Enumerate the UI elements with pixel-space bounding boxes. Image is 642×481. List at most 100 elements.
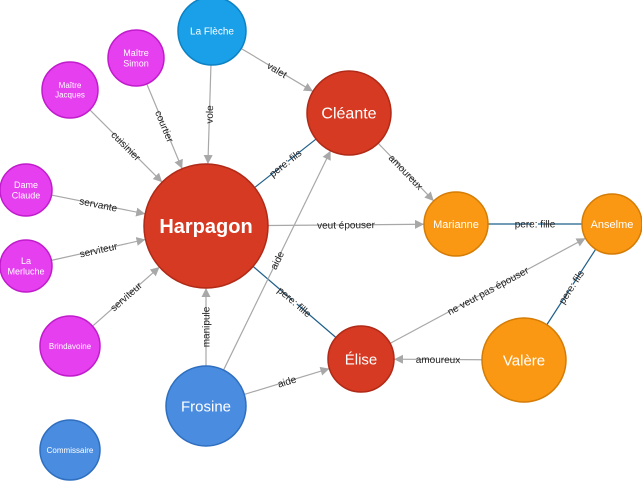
edge-label-bg bbox=[157, 120, 173, 132]
node-circle bbox=[327, 325, 395, 393]
edge-frosine-harpagon: manipule bbox=[199, 288, 213, 366]
edge-label: pere: fille bbox=[515, 220, 556, 231]
edge-label: pere: fils bbox=[268, 148, 304, 180]
edge-label-bg bbox=[93, 242, 103, 257]
node-cleante[interactable]: Cléante bbox=[306, 70, 392, 156]
node-label: Maître bbox=[59, 81, 82, 90]
edge-label: aide bbox=[276, 374, 298, 390]
node-lafleche[interactable]: La Flèche bbox=[177, 0, 247, 66]
node-circle bbox=[306, 70, 392, 156]
edge-label: valet bbox=[265, 61, 289, 81]
node-circle bbox=[143, 163, 269, 289]
edge-valere-elise: amoureux bbox=[393, 352, 483, 366]
edge-label-bg bbox=[342, 217, 350, 231]
edge-label-bg bbox=[94, 197, 103, 211]
node-label: Harpagon bbox=[159, 216, 252, 238]
node-circle bbox=[177, 0, 247, 66]
node-circle bbox=[107, 29, 165, 87]
edge-lafleche-harpagon: vole bbox=[202, 64, 217, 165]
node-anselme[interactable]: Anselme bbox=[581, 193, 642, 255]
node-label: Simon bbox=[123, 58, 149, 68]
node-label: Élise bbox=[345, 351, 378, 368]
edge-label-bg bbox=[119, 138, 134, 153]
node-circle bbox=[481, 317, 567, 403]
edge-lamerluche-harpagon: serviteur bbox=[51, 237, 146, 261]
node-harpagon[interactable]: Harpagon bbox=[143, 163, 269, 289]
edge-label-bg bbox=[269, 254, 284, 266]
edge-label: pere: fils bbox=[557, 269, 587, 307]
edge-label: cuisinier bbox=[108, 130, 142, 164]
edge-harpagon-cleante: pere: fils bbox=[254, 138, 317, 189]
edge-dameclaude-harpagon: servante bbox=[51, 194, 146, 217]
node-circle bbox=[0, 163, 53, 217]
edge-label: aide bbox=[269, 250, 287, 272]
node-circle bbox=[41, 61, 99, 119]
node-commissaire[interactable]: Commissaire bbox=[39, 419, 101, 481]
node-label: Claude bbox=[12, 190, 41, 200]
node-label: Commissaire bbox=[47, 446, 94, 455]
node-circle bbox=[0, 239, 53, 293]
node-frosine[interactable]: Frosine bbox=[165, 365, 247, 447]
edge-label: manipule bbox=[202, 306, 213, 347]
node-circle bbox=[39, 419, 101, 481]
edge-label-bg bbox=[119, 289, 133, 304]
node-circle bbox=[423, 191, 489, 257]
node-label: Marianne bbox=[433, 219, 479, 231]
edge-label: courtier bbox=[152, 109, 175, 145]
node-label: Jacques bbox=[55, 90, 85, 99]
edge-frosine-elise: aide bbox=[244, 366, 330, 395]
node-circle bbox=[165, 365, 247, 447]
node-label: Anselme bbox=[591, 219, 634, 231]
node-label: La bbox=[21, 256, 31, 266]
node-label: Merluche bbox=[7, 266, 44, 276]
edge-label-bg bbox=[532, 217, 538, 230]
node-elise[interactable]: Élise bbox=[327, 325, 395, 393]
edge-maitrejacques-harpagon: cuisinier bbox=[89, 109, 163, 183]
edge-elise-anselme: ne veut pas épouser bbox=[389, 237, 586, 344]
edge-harpagon-elise: pere: fille bbox=[252, 265, 337, 338]
edge-label: amoureux bbox=[416, 355, 461, 366]
edge-valere-anselme: pere: fils bbox=[546, 248, 597, 326]
edge-label-bg bbox=[563, 280, 578, 293]
edge-label-bg bbox=[199, 324, 212, 330]
edge-label: pere: fille bbox=[275, 285, 313, 320]
edge-label-bg bbox=[278, 155, 292, 170]
node-brindavoine[interactable]: Brindavoine bbox=[39, 315, 101, 377]
node-circle bbox=[581, 193, 642, 255]
edge-label: serviteur bbox=[109, 280, 146, 314]
edge-label-bg bbox=[288, 294, 302, 309]
node-circle bbox=[39, 315, 101, 377]
node-label: Valère bbox=[503, 352, 545, 369]
node-label: Maître bbox=[123, 48, 149, 58]
edge-label-bg bbox=[202, 111, 216, 118]
edge-label: ne veut pas épouser bbox=[446, 265, 532, 318]
edge-label-bg bbox=[399, 165, 414, 179]
edge-label-bg bbox=[281, 373, 292, 389]
node-label: Frosine bbox=[181, 398, 231, 415]
edge-label-bg bbox=[481, 283, 494, 298]
edge-label-bg bbox=[271, 62, 284, 77]
edge-harpagon-mariane: veut épouser bbox=[267, 217, 425, 232]
edge-brindavoine-harpagon: serviteur bbox=[92, 266, 160, 327]
edge-label: servante bbox=[78, 196, 118, 214]
node-label: La Flèche bbox=[190, 27, 234, 38]
edge-label: veut épouser bbox=[317, 220, 376, 231]
node-valere[interactable]: Valère bbox=[481, 317, 567, 403]
edge-mariane-anselme: pere: fille bbox=[488, 217, 582, 231]
edge-lafleche-cleante: valet bbox=[240, 47, 314, 92]
node-label: Brindavoine bbox=[49, 342, 92, 351]
node-label: Dame bbox=[14, 180, 38, 190]
edge-cleante-mariane: amoureux bbox=[377, 142, 435, 202]
edge-label: amoureux bbox=[386, 153, 425, 193]
edge-label-bg bbox=[434, 352, 442, 366]
node-mariane[interactable]: Marianne bbox=[423, 191, 489, 257]
edge-maitresimon-harpagon: courtier bbox=[146, 83, 183, 169]
node-label: Cléante bbox=[321, 106, 376, 123]
edge-label: vole bbox=[205, 105, 217, 124]
